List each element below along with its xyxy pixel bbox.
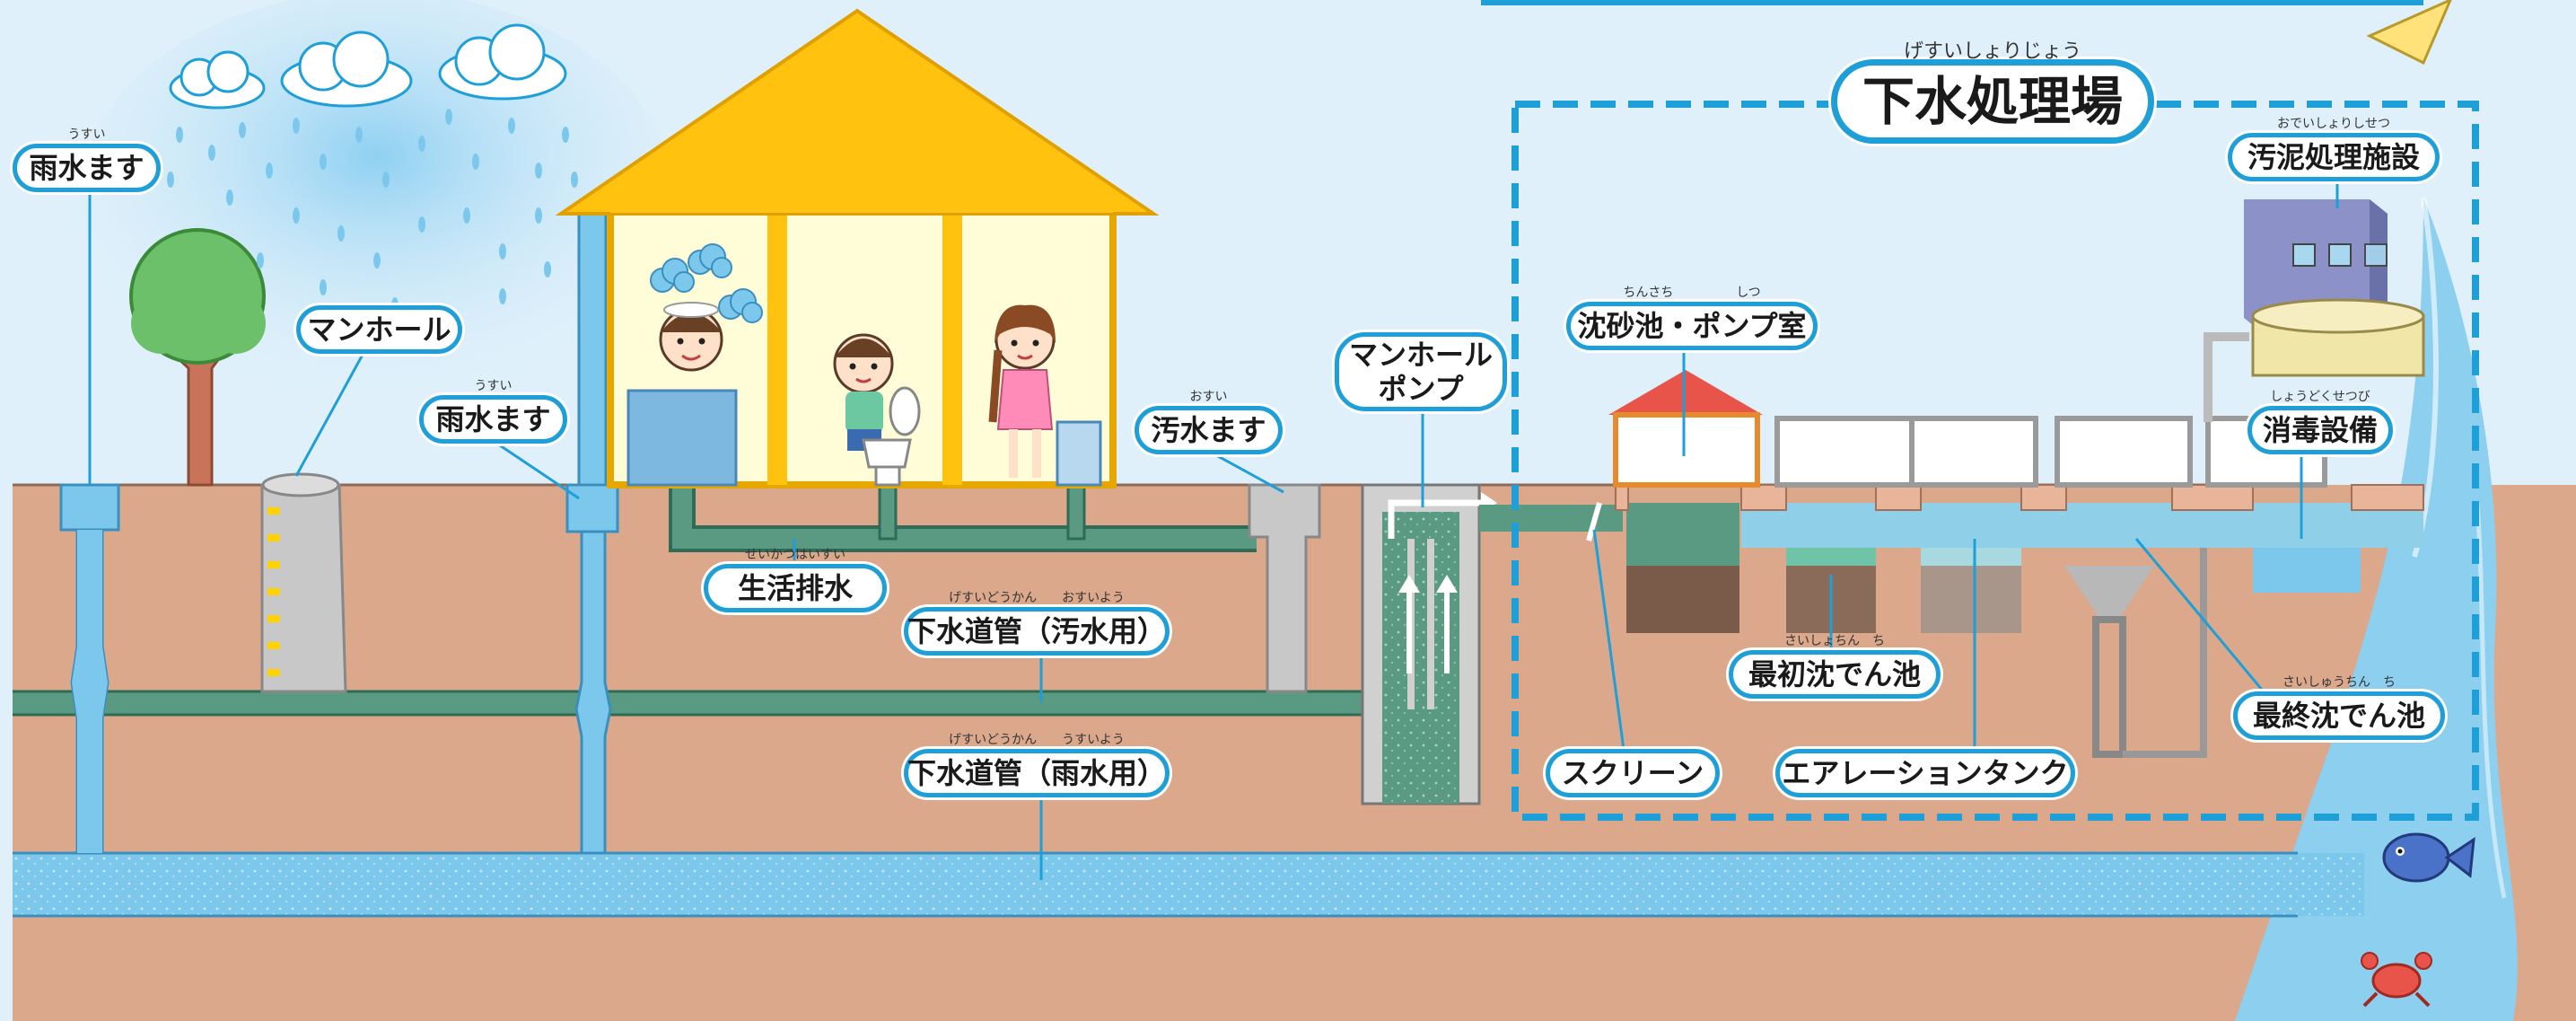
cloud-icon	[169, 50, 266, 110]
cloud-icon	[438, 23, 567, 101]
sludge-facility	[2204, 199, 2425, 422]
toilet-icon	[862, 386, 921, 487]
label-rainbox-house: うすい 雨水ます	[419, 379, 567, 444]
label-house-drain: せいかつはいすい 生活排水	[704, 548, 887, 612]
label-aeration-tank: エアレーションタンク	[1775, 749, 2075, 797]
label-storm-pipe: げすいどうかん うすいよう 下水道管（雨水用）	[904, 733, 1170, 797]
person-icon	[659, 302, 723, 372]
rain-icon	[167, 109, 578, 313]
label-disinfection: しょうどくせつび 消毒設備	[2247, 390, 2393, 454]
ruby-title: げすいしょりじょう	[1903, 40, 2081, 63]
house-drain-pipe	[672, 485, 1257, 549]
grit-chamber-building	[1608, 370, 1763, 488]
rainbox-house	[565, 483, 619, 533]
sewage-box	[1248, 483, 1321, 693]
paper-plane-icon	[2366, 0, 2452, 66]
fish-icon	[2382, 832, 2475, 883]
treatment-plant-title: げすいしょりじょう 下水処理場	[1831, 40, 2154, 144]
label-screen: スクリーン	[1546, 749, 1720, 797]
label-grit-chamber: ちんさち しつ 沈砂池・ポンプ室	[1566, 286, 1818, 350]
label-sewage-pipe: げすいどうかん おすいよう 下水道管（汚水用）	[904, 591, 1170, 656]
label-sludge: おでいしょりしせつ 汚泥処理施設	[2228, 117, 2440, 181]
title-text: 下水処理場	[1862, 71, 2123, 132]
label-primary-settling: さいしょちん ち 最初沈でん池	[1729, 634, 1941, 699]
person-icon	[988, 304, 1056, 478]
rainbox-left	[59, 483, 120, 532]
treatment-plant-frame	[1511, 101, 2479, 821]
sewage-main-pipe	[13, 691, 1377, 715]
label-final-settling: さいしゅうちん ち 最終沈でん池	[2233, 675, 2445, 740]
top-frame-edge	[1481, 0, 2423, 5]
label-sewage-box: おすい 汚水ます	[1135, 390, 1283, 454]
label-rainbox-left: うすい 雨水ます	[13, 128, 161, 192]
cloud-icon	[280, 31, 413, 108]
label-manhole-pump: マンホール ポンプ	[1335, 332, 1507, 411]
tree-icon	[129, 228, 266, 487]
crab-icon	[2361, 952, 2432, 1008]
label-manhole: マンホール	[296, 305, 462, 354]
